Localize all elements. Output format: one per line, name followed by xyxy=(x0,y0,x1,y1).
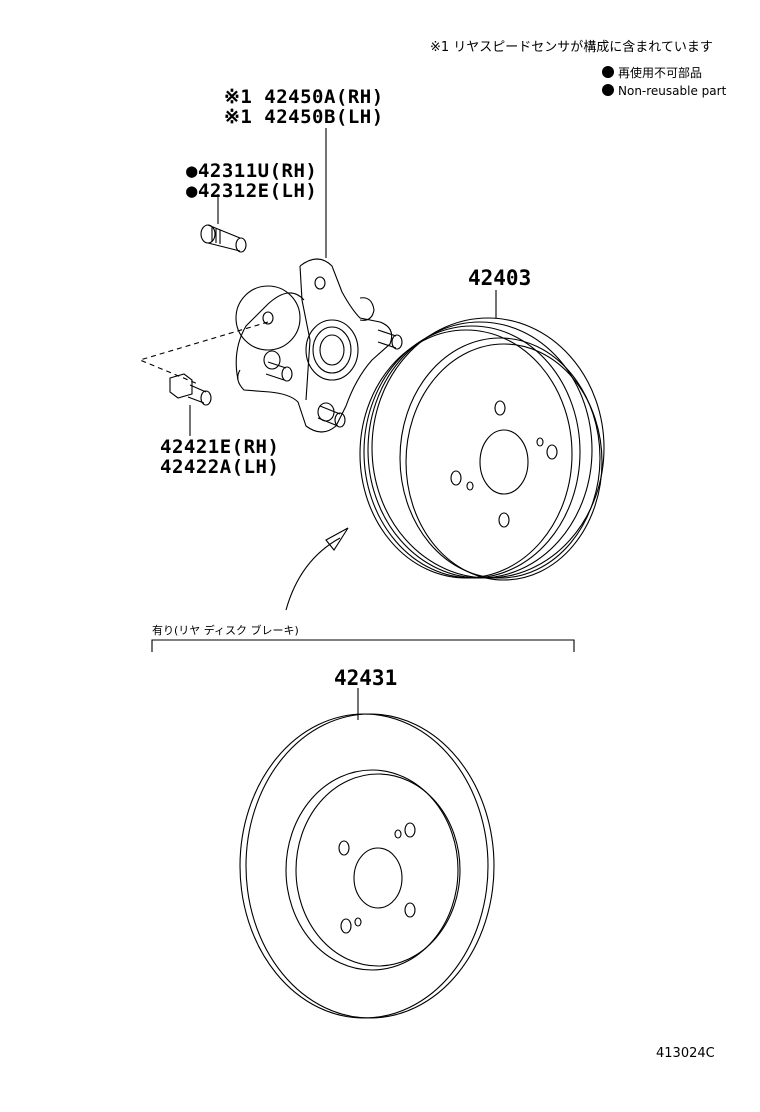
brake-drum-drawing xyxy=(359,317,605,581)
hub-part-rh[interactable]: ※1 42450A(RH) xyxy=(224,86,384,108)
applies-to-arrow xyxy=(285,527,349,611)
hub-bolt-drawing xyxy=(200,224,247,253)
mount-bolt-drawing xyxy=(169,373,212,406)
hub-bolt-part-rh[interactable]: ●42311U(RH) xyxy=(186,160,318,182)
non-reusable-dot-icon xyxy=(602,84,614,96)
disc-part-number[interactable]: 42431 xyxy=(334,666,398,690)
non-reusable-dot-icon xyxy=(602,66,614,78)
condition-label: 有り(リヤ ディスク ブレーキ) xyxy=(152,624,299,637)
legend-en-label: Non-reusable part xyxy=(618,84,727,98)
hub-part-lh[interactable]: ※1 42450B(LH) xyxy=(224,106,384,128)
legend-jp-label: 再使用不可部品 xyxy=(618,66,703,80)
condition-bracket xyxy=(151,639,575,652)
assembly-note: ※1 リヤスピードセンサが構成に含まれています xyxy=(430,40,713,55)
mount-bolt-part-lh[interactable]: 42422A(LH) xyxy=(160,456,280,478)
mount-bolt-part-rh[interactable]: 42421E(RH) xyxy=(160,436,280,458)
axle-hub-drawing xyxy=(235,258,403,433)
bolt-position-dashed-line xyxy=(138,321,269,385)
diagram-code: 413024C xyxy=(656,1046,715,1061)
brake-disc-drawing xyxy=(239,713,495,1019)
hub-bolt-part-lh[interactable]: ●42312E(LH) xyxy=(186,180,318,202)
legend-non-reusable-jp: 再使用不可部品 xyxy=(602,64,702,81)
legend-non-reusable-en: Non-reusable part xyxy=(602,84,726,98)
drum-part-number[interactable]: 42403 xyxy=(468,266,532,290)
